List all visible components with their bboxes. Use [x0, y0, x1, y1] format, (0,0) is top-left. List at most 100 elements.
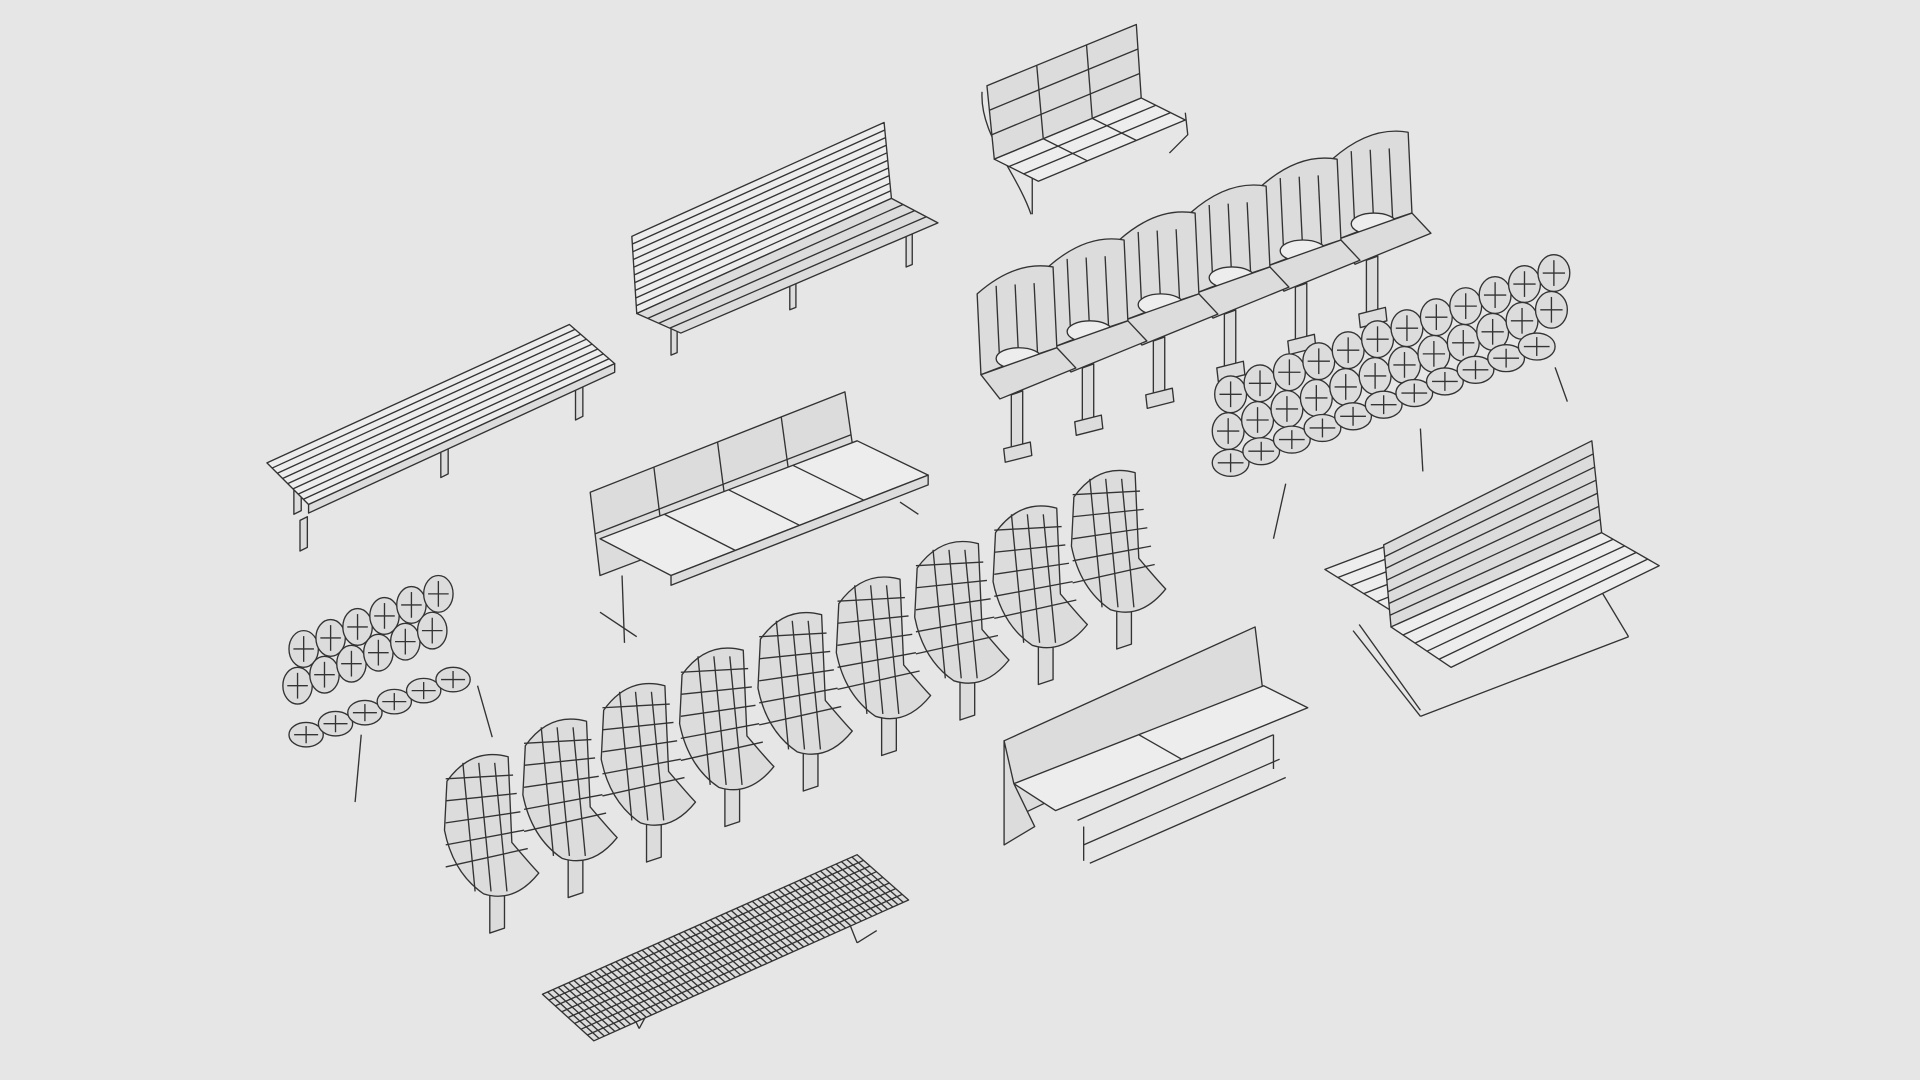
- slat-line: [633, 144, 887, 261]
- curved-chair: [678, 647, 775, 828]
- double-sided-slatted-bench: [1324, 440, 1660, 717]
- shell-mesh: [759, 650, 831, 660]
- shell-mesh: [759, 705, 842, 726]
- small-ball-cushion-bench: [282, 574, 493, 803]
- slat-line: [277, 333, 581, 474]
- shell-mesh: [994, 599, 1077, 620]
- chair-shell: [600, 682, 697, 826]
- slat-line: [1389, 518, 1601, 616]
- shell-mesh: [680, 704, 756, 717]
- shell-mesh: [994, 544, 1066, 553]
- grid-line: [694, 926, 747, 974]
- chair-seam: [1137, 231, 1143, 311]
- chair-base: [1003, 441, 1033, 463]
- slat-line: [1386, 479, 1597, 581]
- shell-mesh: [713, 656, 727, 785]
- frame-leg: [856, 930, 878, 944]
- shell-mesh: [837, 670, 920, 691]
- shell-mesh: [1089, 478, 1103, 608]
- panel-back-bench: [1003, 626, 1309, 864]
- grid-line: [573, 979, 626, 1028]
- bench-leg: [621, 575, 626, 643]
- shell-mesh: [478, 762, 492, 892]
- grid-line: [709, 919, 763, 967]
- curved-chair: [1070, 469, 1167, 650]
- grid-line: [589, 972, 642, 1021]
- grid-line: [594, 970, 647, 1018]
- slat-line: [282, 338, 587, 480]
- curved-chair: [443, 753, 540, 934]
- shell-mesh: [1072, 508, 1144, 518]
- shell-mesh: [948, 549, 962, 679]
- chair-base: [1216, 360, 1246, 383]
- grid-line: [846, 858, 899, 906]
- bench-leg: [476, 685, 493, 738]
- slat-line: [633, 152, 888, 268]
- slat-line: [991, 72, 1140, 136]
- grid-line: [699, 923, 752, 971]
- chair-seam: [1246, 202, 1252, 278]
- slat-line: [1438, 558, 1648, 660]
- shell-mesh: [602, 721, 674, 731]
- grid-line: [599, 968, 653, 1016]
- mesh-grid-bench: [541, 854, 910, 1042]
- shell-mesh: [915, 634, 999, 655]
- chair: [1047, 238, 1148, 436]
- shell-mesh: [445, 774, 514, 780]
- shell-mesh: [1072, 527, 1148, 540]
- bench-leg: [299, 516, 309, 552]
- shell-mesh: [915, 598, 991, 611]
- slat-line: [635, 190, 891, 307]
- curved-chair: [600, 682, 697, 863]
- shell-mesh: [807, 620, 822, 750]
- shell-mesh: [602, 776, 685, 797]
- grid-line: [615, 961, 668, 1009]
- grid-line: [610, 963, 663, 1011]
- slat-line: [1385, 466, 1595, 569]
- chair-pedestal: [1294, 282, 1308, 346]
- shell-mesh: [1072, 490, 1141, 496]
- grid-line: [562, 984, 616, 1032]
- shell-mesh: [885, 585, 900, 714]
- shell-mesh: [556, 727, 571, 856]
- shell-mesh: [1120, 478, 1135, 608]
- grid-line: [631, 954, 684, 1002]
- shell-mesh: [602, 703, 670, 709]
- grid-line: [715, 917, 768, 964]
- shell-mesh: [791, 620, 806, 750]
- grid-line: [620, 958, 674, 1007]
- shell-mesh: [994, 580, 1073, 597]
- bench-end-panel: [1003, 740, 1036, 846]
- shell-mesh: [1010, 514, 1025, 643]
- chair-seat: [980, 347, 1077, 400]
- slat-line: [1008, 104, 1157, 168]
- shell-mesh: [618, 691, 633, 821]
- shell-mesh: [729, 656, 743, 785]
- shell-mesh: [994, 525, 1062, 531]
- grid-line: [736, 907, 789, 955]
- chair-shell: [1070, 469, 1167, 613]
- chair: [976, 265, 1077, 463]
- sofa-side-frame: [1168, 112, 1189, 154]
- shell-mesh: [634, 691, 649, 821]
- chair-seam: [1175, 229, 1181, 305]
- shell-mesh: [775, 620, 790, 750]
- slat-line: [1426, 551, 1637, 652]
- chair-seam: [1279, 178, 1285, 257]
- bench-leg: [1272, 483, 1287, 539]
- shell-mesh: [854, 585, 868, 714]
- frame-rail: [1083, 758, 1280, 846]
- shell-mesh: [837, 633, 913, 646]
- grid-line: [704, 921, 757, 969]
- bench-foot: [599, 611, 638, 638]
- shell-mesh: [680, 741, 764, 762]
- grid-line: [667, 937, 721, 985]
- grid-line: [804, 877, 857, 924]
- slat-line: [1387, 492, 1598, 593]
- shell-mesh: [1072, 545, 1152, 562]
- shell-mesh: [494, 762, 508, 892]
- large-ball-cushion-bench: [1211, 254, 1571, 539]
- chair-shell: [678, 647, 775, 791]
- grid-line: [657, 942, 710, 990]
